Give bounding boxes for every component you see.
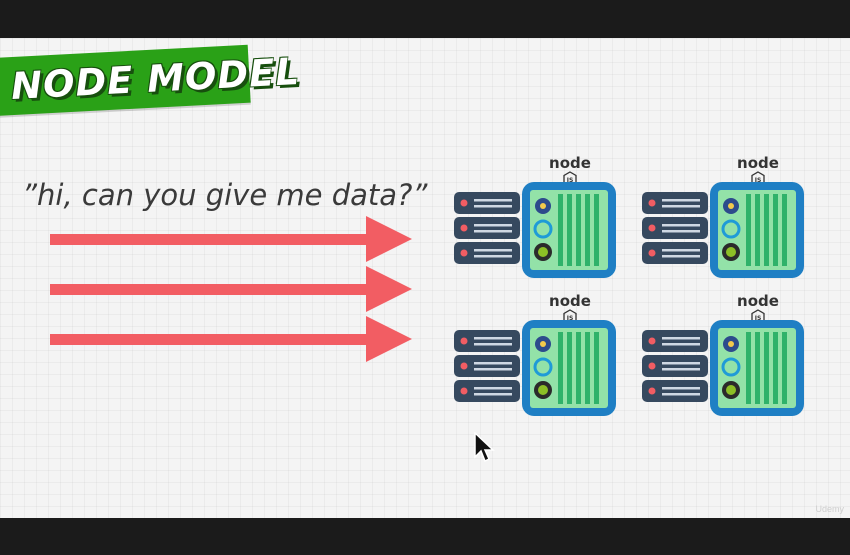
node-server-cluster: node JS [638, 292, 808, 420]
node-logo-text: node [737, 154, 779, 172]
slide: NODE MODEL ”hi, can you give me data?” n… [0, 38, 850, 518]
node-js-badge: JS [566, 177, 574, 184]
watermark: Udemy [815, 504, 844, 514]
request-arrow-icon [50, 216, 412, 262]
node-js-badge: JS [566, 315, 574, 322]
node-server-cluster: node JS [638, 154, 808, 282]
mouse-pointer-icon [474, 432, 495, 463]
request-quote: ”hi, can you give me data?” [22, 178, 428, 212]
node-js-badge: JS [754, 315, 762, 322]
node-logo-text: node [737, 292, 779, 310]
node-logo-text: node [549, 154, 591, 172]
node-logo-text: node [549, 292, 591, 310]
node-js-badge: JS [754, 177, 762, 184]
node-server-cluster: node JS [450, 154, 620, 282]
request-arrow-icon [50, 266, 412, 312]
request-arrow-icon [50, 316, 412, 362]
node-server-cluster: node JS [450, 292, 620, 420]
